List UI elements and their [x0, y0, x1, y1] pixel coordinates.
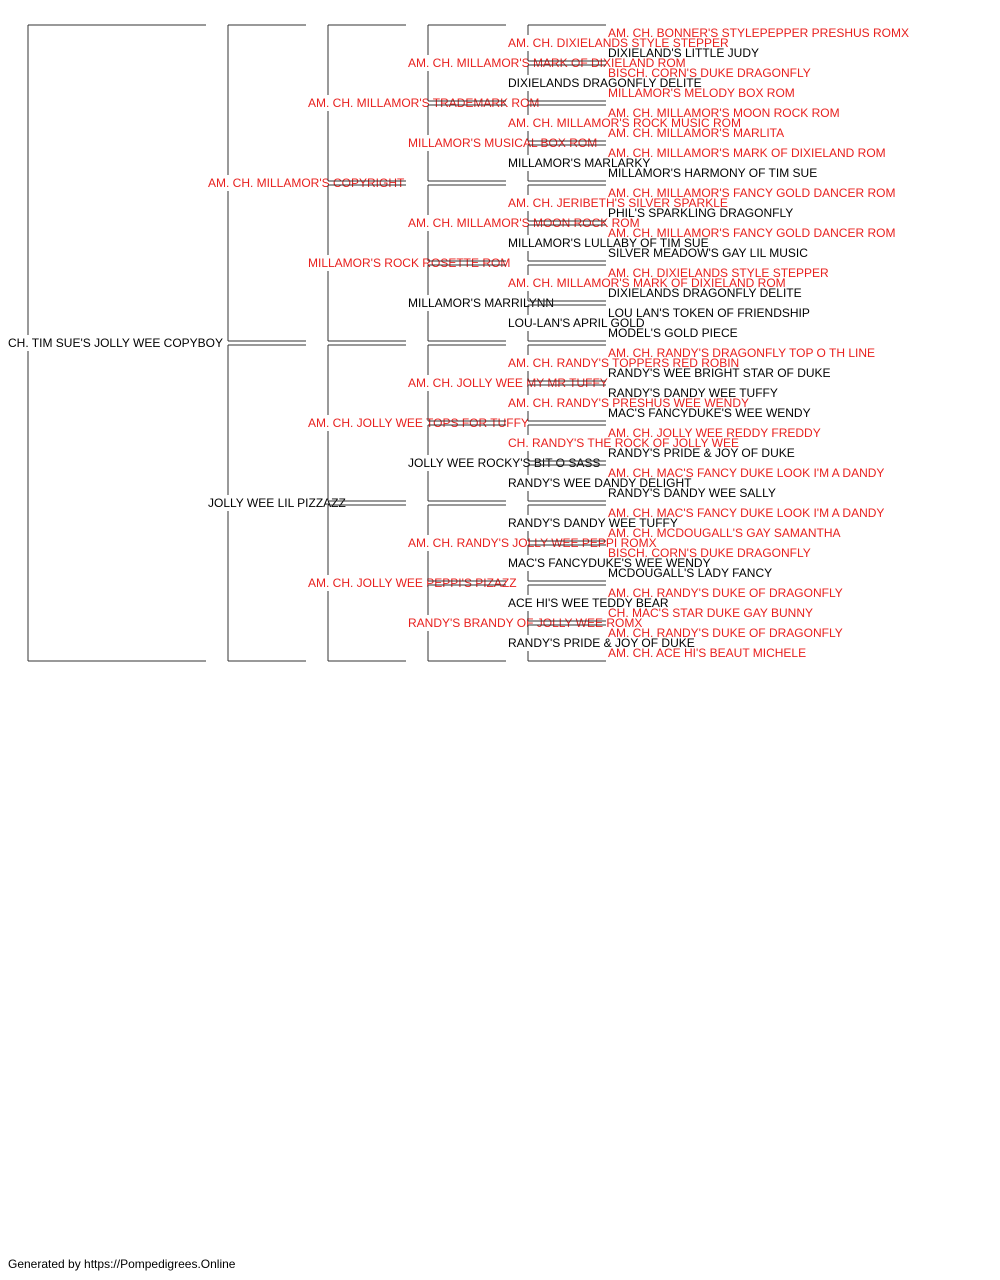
ancestor-name: AM. CH. MILLAMOR'S MARK OF DIXIELAND ROM: [508, 276, 786, 290]
ancestor-name: RANDY'S DANDY WEE TUFFY: [508, 516, 678, 530]
ancestor-name: MCDOUGALL'S LADY FANCY: [608, 566, 772, 580]
ancestor-name: CH. MAC'S STAR DUKE GAY BUNNY: [608, 606, 813, 620]
ancestor-name: RANDY'S DANDY WEE SALLY: [608, 486, 776, 500]
ancestor-name: AM. CH. RANDY'S JOLLY WEE PEPPI ROMX: [408, 536, 657, 550]
ancestor-name: RANDY'S BRANDY OF JOLLY WEE ROMX: [408, 616, 642, 630]
ancestor-name: MODEL'S GOLD PIECE: [608, 326, 738, 340]
ancestor-name: LOU LAN'S TOKEN OF FRIENDSHIP: [608, 306, 810, 320]
ancestor-name: MAC'S FANCYDUKE'S WEE WENDY: [508, 556, 711, 570]
ancestor-name: AM. CH. MILLAMOR'S MOON ROCK ROM: [608, 106, 840, 120]
ancestor-name: AM. CH. BONNER'S STYLEPEPPER PRESHUS ROM…: [608, 26, 909, 40]
ancestor-name: AM. CH. DIXIELANDS STYLE STEPPER: [608, 266, 829, 280]
footer-credit: Generated by https://Pompedigrees.Online: [8, 1257, 236, 1271]
ancestor-name: CH. RANDY'S THE ROCK OF JOLLY WEE: [508, 436, 739, 450]
ancestor-name: DIXIELANDS DRAGONFLY DELITE: [508, 76, 702, 90]
ancestor-name: AM. CH. RANDY'S DUKE OF DRAGONFLY: [608, 586, 843, 600]
ancestor-name: MILLAMOR'S MUSICAL BOX ROM: [408, 136, 597, 150]
ancestor-name: RANDY'S PRIDE & JOY OF DUKE: [508, 636, 695, 650]
ancestor-name: JOLLY WEE ROCKY'S BIT O SASS: [408, 456, 600, 470]
ancestor-name: AM. CH. MILLAMOR'S MARK OF DIXIELAND ROM: [408, 56, 686, 70]
ancestor-name: AM. CH. JOLLY WEE PEPPI'S PIZAZZ: [308, 576, 517, 590]
ancestor-name: AM. CH. RANDY'S TOPPERS RED ROBIN: [508, 356, 739, 370]
ancestor-name: AM. CH. MILLAMOR'S MARLITA: [608, 126, 784, 140]
ancestor-name: AM. CH. JOLLY WEE TOPS FOR TUFFY: [308, 416, 529, 430]
ancestor-name: RANDY'S DANDY WEE TUFFY: [608, 386, 778, 400]
ancestor-name: SILVER MEADOW'S GAY LIL MUSIC: [608, 246, 808, 260]
ancestor-name: AM. CH. MAC'S FANCY DUKE LOOK I'M A DAND…: [608, 466, 884, 480]
ancestor-name: RANDY'S WEE BRIGHT STAR OF DUKE: [608, 366, 831, 380]
ancestor-name: MILLAMOR'S MELODY BOX ROM: [608, 86, 795, 100]
ancestor-name: MILLAMOR'S MARLARKY: [508, 156, 650, 170]
ancestor-name: DIXIELAND'S LITTLE JUDY: [608, 46, 759, 60]
ancestor-name: AM. CH. RANDY'S PRESHUS WEE WENDY: [508, 396, 749, 410]
ancestor-name: BISCH. CORN'S DUKE DRAGONFLY: [608, 66, 811, 80]
ancestor-name: LOU-LAN'S APRIL GOLD: [508, 316, 645, 330]
subject-dog-name: CH. TIM SUE'S JOLLY WEE COPYBOY: [8, 336, 223, 350]
ancestor-name: AM. CH. MILLAMOR'S MARK OF DIXIELAND ROM: [608, 146, 886, 160]
ancestor-name: RANDY'S WEE DANDY DELIGHT: [508, 476, 692, 490]
ancestor-name: AM. CH. MILLAMOR'S FANCY GOLD DANCER ROM: [608, 186, 895, 200]
ancestor-name: AM. CH. JOLLY WEE REDDY FREDDY: [608, 426, 821, 440]
ancestor-name: AM. CH. MAC'S FANCY DUKE LOOK I'M A DAND…: [608, 506, 884, 520]
ancestor-name: AM. CH. JERIBETH'S SILVER SPARKLE: [508, 196, 728, 210]
ancestor-name: MILLAMOR'S LULLABY OF TIM SUE: [508, 236, 709, 250]
ancestor-name: MILLAMOR'S HARMONY OF TIM SUE: [608, 166, 817, 180]
ancestor-name: AM. CH. RANDY'S DUKE OF DRAGONFLY: [608, 626, 843, 640]
ancestor-name: RANDY'S PRIDE & JOY OF DUKE: [608, 446, 795, 460]
ancestor-name: MILLAMOR'S ROCK ROSETTE ROM: [308, 256, 510, 270]
ancestor-name: DIXIELANDS DRAGONFLY DELITE: [608, 286, 802, 300]
ancestor-name: AM. CH. RANDY'S DRAGONFLY TOP O TH LINE: [608, 346, 875, 360]
ancestor-name: AM. CH. MILLAMOR'S FANCY GOLD DANCER ROM: [608, 226, 895, 240]
ancestor-name: ACE HI'S WEE TEDDY BEAR: [508, 596, 669, 610]
ancestor-name: BISCH. CORN'S DUKE DRAGONFLY: [608, 546, 811, 560]
ancestor-name: AM. CH. JOLLY WEE MY MR TUFFY: [408, 376, 608, 390]
ancestor-name: MAC'S FANCYDUKE'S WEE WENDY: [608, 406, 811, 420]
ancestor-name: AM. CH. MILLAMOR'S TRADEMARK ROM: [308, 96, 539, 110]
ancestor-name: AM. CH. ACE HI'S BEAUT MICHELE: [608, 646, 806, 660]
ancestor-name: AM. CH. MILLAMOR'S COPYRIGHT: [208, 176, 405, 190]
ancestor-name: AM. CH. MILLAMOR'S ROCK MUSIC ROM: [508, 116, 741, 130]
ancestor-name: AM. CH. MCDOUGALL'S GAY SAMANTHA: [608, 526, 841, 540]
ancestor-name: AM. CH. DIXIELANDS STYLE STEPPER: [508, 36, 729, 50]
ancestor-name: JOLLY WEE LIL PIZZAZZ: [208, 496, 346, 510]
ancestor-name: AM. CH. MILLAMOR'S MOON ROCK ROM: [408, 216, 640, 230]
ancestor-name: PHIL'S SPARKLING DRAGONFLY: [608, 206, 793, 220]
ancestor-name: MILLAMOR'S MARRILYNN: [408, 296, 554, 310]
